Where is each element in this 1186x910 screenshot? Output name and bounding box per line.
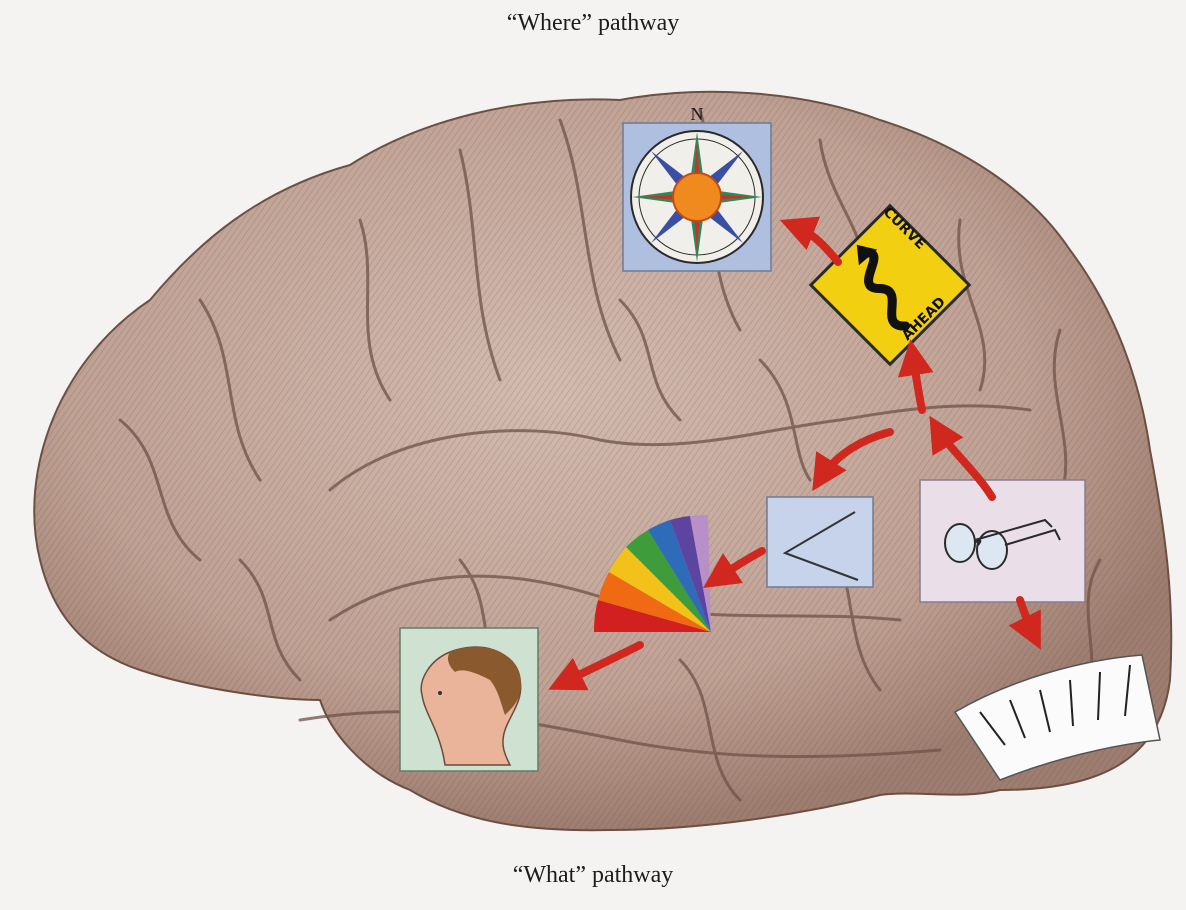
what-pathway-label: “What” pathway — [0, 862, 1186, 889]
compass-panel: N — [623, 104, 771, 271]
angle-panel — [767, 497, 873, 587]
glasses-panel — [920, 480, 1085, 602]
face-panel — [400, 628, 538, 771]
where-pathway-label: “Where” pathway — [0, 10, 1186, 37]
compass-rose-icon — [632, 132, 762, 262]
compass-north-label: N — [691, 104, 704, 124]
